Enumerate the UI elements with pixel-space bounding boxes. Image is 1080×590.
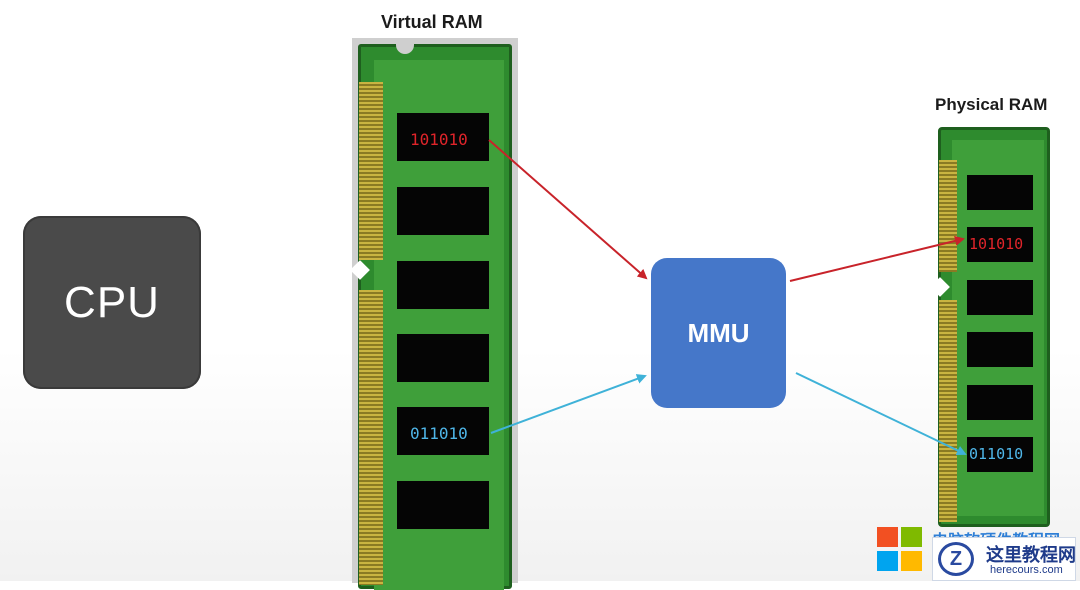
mmu-label: MMU <box>687 317 750 348</box>
physical-blue-bits: 011010 <box>969 445 1024 463</box>
virtual-ram-top-notch <box>396 44 414 54</box>
windows-logo-tile-red <box>877 527 898 547</box>
virtual-red-bits: 101010 <box>410 130 468 149</box>
virtual-blue-bits: 011010 <box>410 424 468 443</box>
virtual-ram-chip-6 <box>397 481 489 529</box>
watermark: 电脑软硬件教程网 Z 这里教程网 herecours.com <box>876 527 1080 581</box>
cpu-block: CPU <box>23 216 201 389</box>
virtual-ram-chip-3 <box>397 261 489 309</box>
virtual-ram-chip-2 <box>397 187 489 235</box>
mmu-block: MMU <box>651 258 786 408</box>
virtual-ram-pins-lower <box>359 290 383 585</box>
watermark-brand: 这里教程网 <box>986 545 1076 566</box>
windows-logo-tile-blue <box>877 551 898 571</box>
windows-logo-tile-yellow <box>901 551 922 571</box>
virtual-ram-chip-1 <box>397 113 489 161</box>
virtual-ram-pins-upper <box>359 82 383 260</box>
virtual-ram-chip-5 <box>397 407 489 455</box>
physical-ram-chip-6 <box>967 437 1033 472</box>
watermark-url: herecours.com <box>990 564 1063 576</box>
physical-red-bits: 101010 <box>969 235 1024 253</box>
arrow-virtual-red-to-mmu <box>488 139 648 280</box>
windows-logo-tile-green <box>901 527 922 547</box>
arrow-mmu-to-physical-red <box>789 236 965 282</box>
physical-ram-chip-1 <box>967 175 1033 210</box>
physical-ram-chip-3 <box>967 280 1033 315</box>
virtual-ram-title: Virtual RAM <box>381 12 483 32</box>
virtual-ram-chip-4 <box>397 334 489 382</box>
cpu-label: CPU <box>64 277 160 327</box>
physical-ram-pins-lower <box>939 300 957 522</box>
arrow-virtual-blue-to-mmu <box>490 374 647 434</box>
watermark-logo-icon: Z <box>938 542 974 576</box>
physical-ram-chip-5 <box>967 385 1033 420</box>
physical-ram-title: Physical RAM <box>935 95 1048 114</box>
arrow-mmu-to-physical-blue <box>795 372 967 456</box>
physical-ram-chip-4 <box>967 332 1033 367</box>
physical-ram-chip-2 <box>967 227 1033 262</box>
